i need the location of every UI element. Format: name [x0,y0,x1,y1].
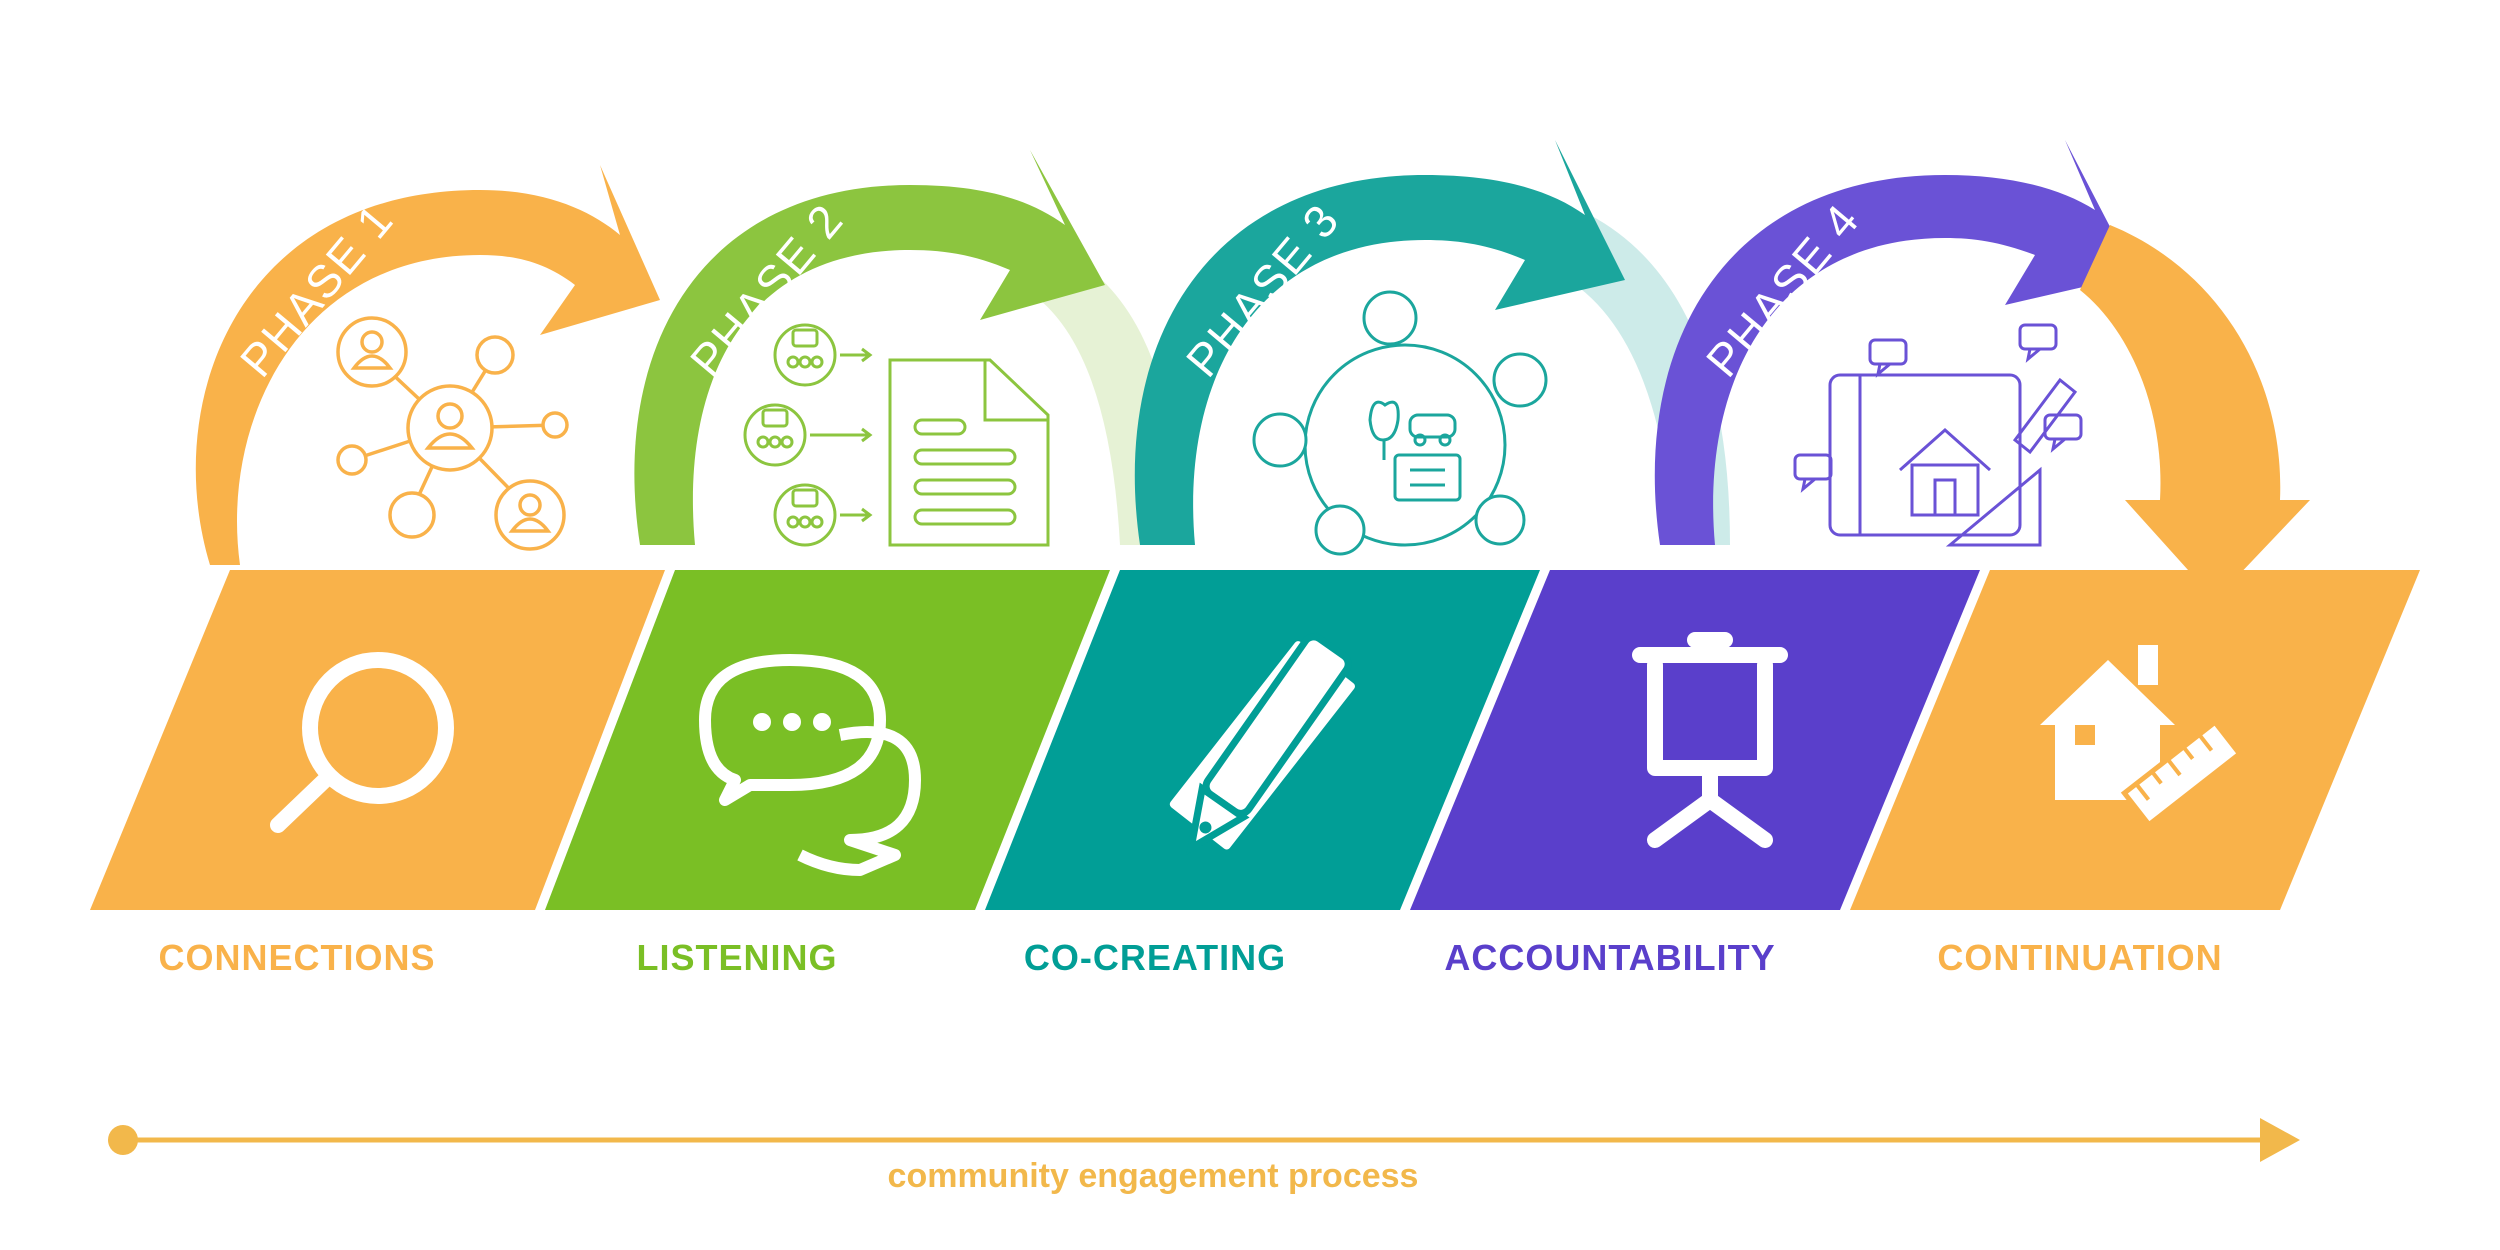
phase-3-arrow [1134,140,1625,545]
phase-2-arrow [634,150,1105,545]
process-label: community engagement process [888,1157,1419,1195]
step-label-continuation: CONTINUATION [1937,937,2222,978]
process-timeline [108,1118,2300,1162]
step-connections-panel [90,570,665,910]
roundtable-planning-icon [1252,290,1548,556]
step-listening-panel [545,570,1110,910]
network-people-icon [336,316,569,551]
continuation-arrow [2080,225,2310,600]
house-ruler-icon [2040,645,2244,829]
step-accountability-panel [1410,570,1980,910]
speech-bubbles-icon [699,654,921,876]
magnifier-icon [270,652,454,833]
timeline-arrowhead [2260,1118,2300,1162]
presentation-board-icon [1632,632,1788,848]
step-label-cocreating: CO-CREATING [1024,937,1286,978]
feedback-to-document-icon [743,323,1050,547]
step-label-listening: LISTENING [636,937,837,978]
step-label-accountability: ACCOUNTABILITY [1444,937,1775,978]
pencil-ruler-icon [1169,633,1355,855]
phase-1-arrow [195,165,660,565]
phase-4-arrow [1654,140,2135,545]
step-label-connections: CONNECTIONS [158,937,435,978]
design-plan-comments-icon [1793,323,2083,547]
